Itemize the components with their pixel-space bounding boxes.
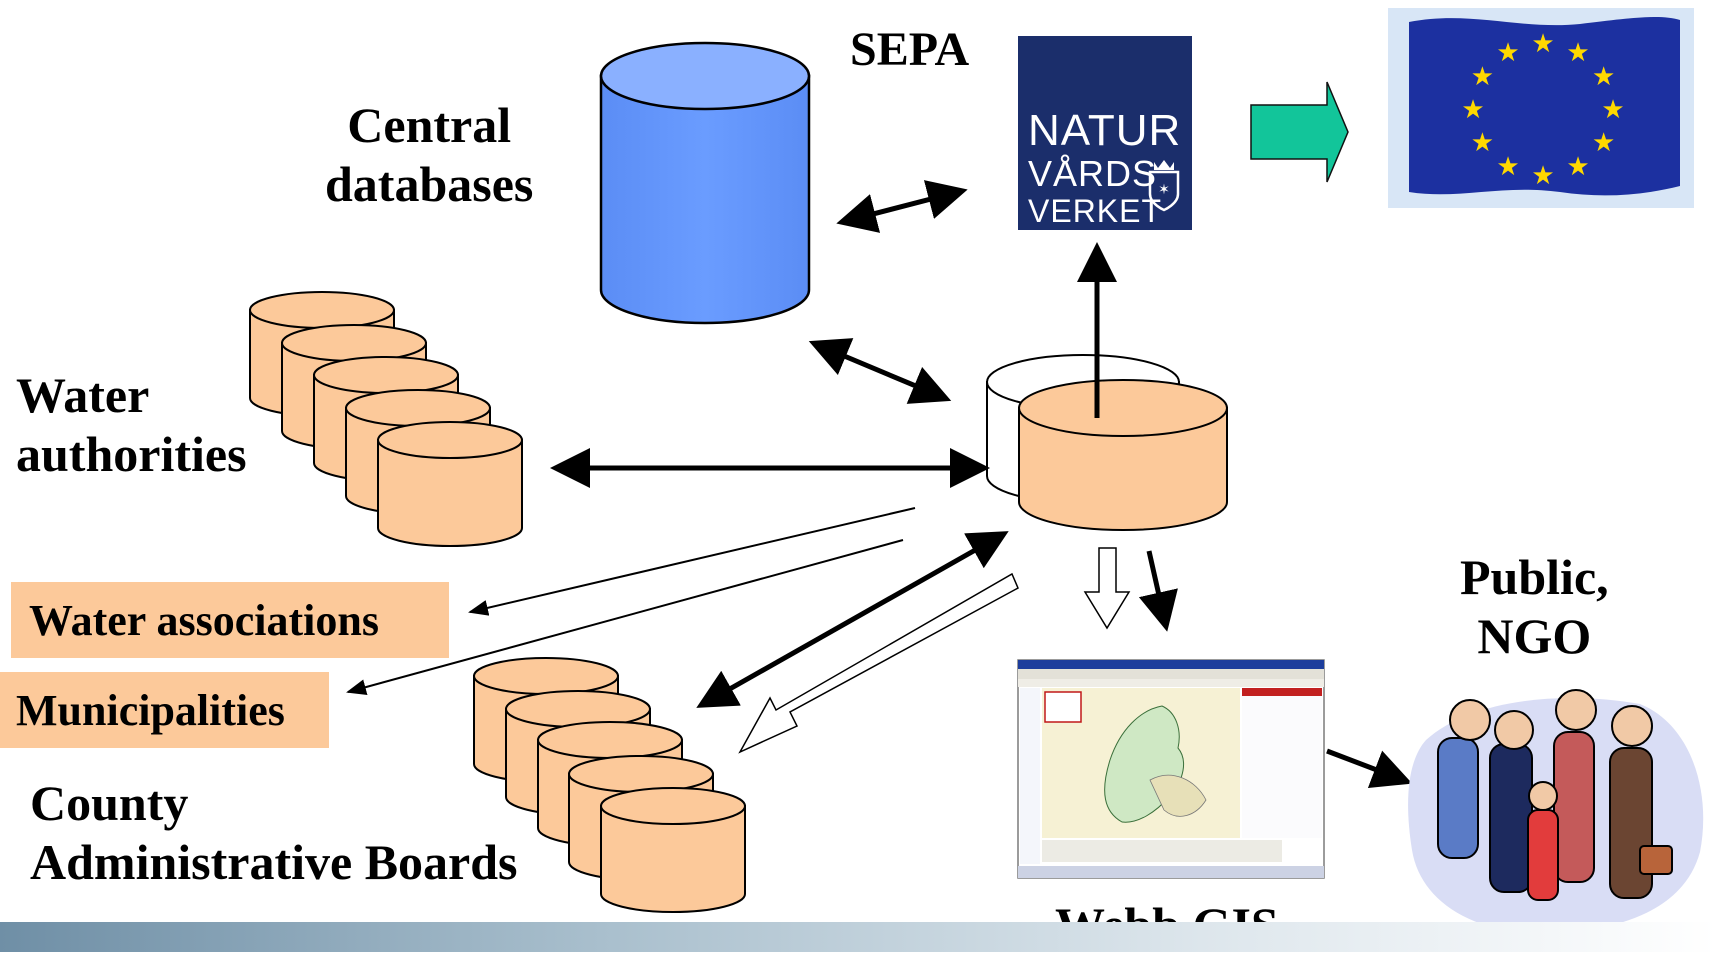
water-authorities-line-1: Water (16, 367, 150, 423)
database-cylinder-top (377, 421, 523, 459)
svg-text:✶: ✶ (1158, 182, 1170, 198)
database-cylinder-top (249, 291, 395, 329)
database-cylinder-body (600, 805, 746, 913)
sepa-label: SEPA (850, 23, 970, 76)
database-cylinder-top (537, 721, 683, 759)
logo-line-2: VÅRDS (1028, 153, 1158, 194)
eu-star-icon: ★ (1471, 62, 1494, 92)
connection-arrows (346, 180, 1413, 788)
county-boards-line-1: County (30, 775, 189, 831)
eu-star-icon: ★ (1496, 38, 1519, 68)
county-boards-line-2: Administrative Boards (30, 834, 518, 890)
eu-star-icon: ★ (1461, 95, 1484, 125)
arrow-hub-county-boards (696, 531, 1009, 708)
central-databases-line-2: databases (325, 156, 534, 212)
public-ngo-label: Public, NGO (1460, 548, 1609, 666)
water-authorities-line-2: authorities (16, 426, 247, 482)
central-databases-line-1: Central (347, 97, 512, 153)
central-databases-label: Central databases (325, 96, 533, 214)
public-crowd-icon (1408, 689, 1704, 934)
municipalities-label: Municipalities (0, 672, 329, 748)
logo-line-3: VERKET (1028, 193, 1163, 229)
hub-database-icon (986, 354, 1228, 531)
export-arrow-icon (1250, 81, 1349, 183)
database-cylinder-top (568, 755, 714, 793)
arrow-hub-water-associations (468, 507, 916, 616)
county-boards-database-stack (473, 657, 746, 913)
database-cylinder-top (473, 657, 619, 695)
database-cylinder-top (313, 356, 459, 394)
crest-icon: ✶ (1148, 160, 1180, 212)
eu-star-icon: ★ (1531, 29, 1554, 59)
eu-star-icon: ★ (1601, 95, 1624, 125)
database-cylinder-top (281, 324, 427, 362)
public-ngo-line-2: NGO (1477, 608, 1592, 664)
arrow-hub-webgis (1138, 550, 1178, 632)
eu-star-icon: ★ (1566, 38, 1589, 68)
logo-line-1: NATUR (1028, 106, 1182, 155)
water-authorities-database-stack (249, 291, 523, 547)
eu-star-icon: ★ (1471, 128, 1494, 158)
arrow-central-sepa (836, 180, 968, 233)
central-database-icon (599, 41, 811, 325)
hollow-arrow-diagonal-icon (738, 572, 1019, 754)
database-cylinder-top (600, 787, 746, 825)
county-boards-label: County Administrative Boards (30, 774, 518, 892)
eu-star-icon: ★ (1592, 128, 1615, 158)
eu-star-icon: ★ (1592, 62, 1615, 92)
water-authorities-label: Water authorities (16, 366, 247, 484)
eu-star-icon: ★ (1496, 152, 1519, 182)
database-cylinder-top (345, 389, 491, 427)
sepa-logo: NATUR VÅRDS VERKET ✶ (1018, 36, 1192, 230)
public-ngo-line-1: Public, (1460, 549, 1609, 605)
footer-band (0, 922, 1717, 952)
eu-star-icon: ★ (1566, 152, 1589, 182)
water-associations-label: Water associations (11, 582, 449, 658)
hollow-arrow-down-icon (1083, 547, 1131, 630)
eu-flag-icon: ★★★★★★★★★★★★ (1388, 8, 1694, 208)
arrow-central-hub (808, 338, 952, 404)
database-cylinder-body (377, 439, 523, 547)
arrow-webgis-public (1326, 748, 1413, 788)
webgis-screenshot-icon (1017, 659, 1325, 879)
eu-star-icon: ★ (1531, 161, 1554, 191)
